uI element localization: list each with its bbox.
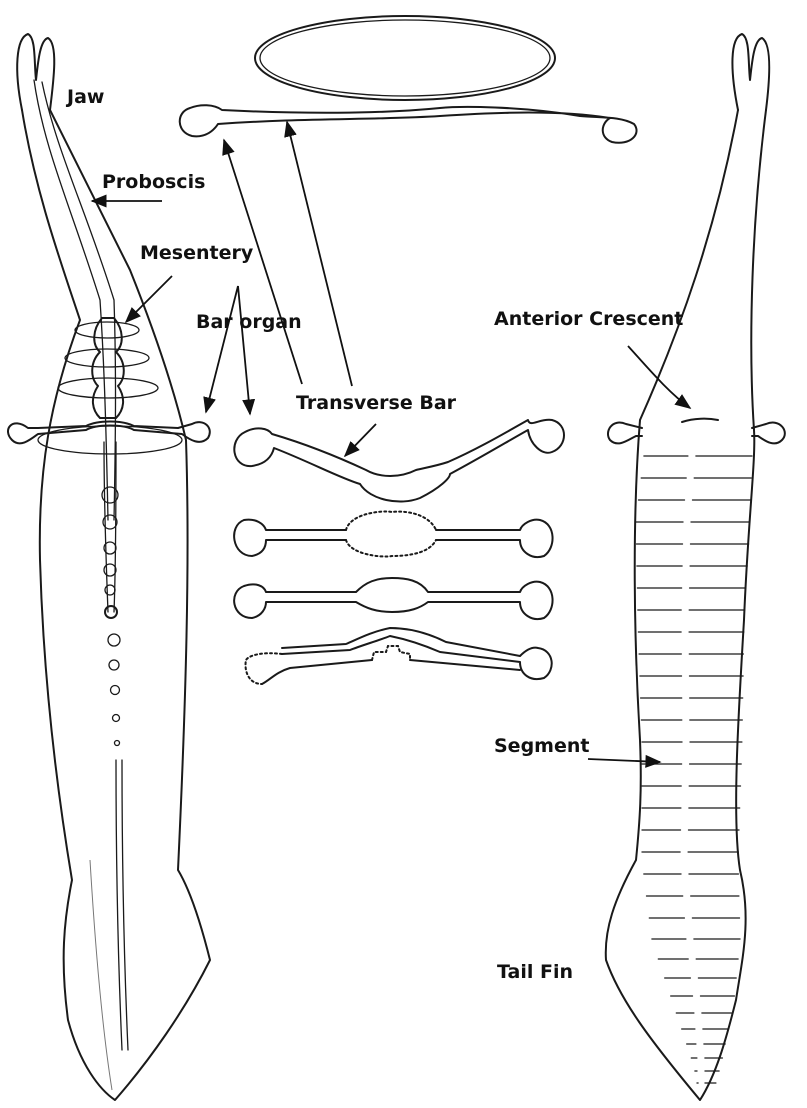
bar-loop-inner: [260, 20, 550, 96]
label-proboscis: Proboscis: [102, 171, 205, 193]
anterior-crescent-mark: [682, 419, 718, 422]
label-mesentery: Mesentery: [140, 242, 254, 264]
label-transverse-bar: Transverse Bar: [296, 392, 457, 414]
label-segment: Segment: [494, 735, 589, 757]
bar-organ-bulge: [234, 578, 552, 619]
bar-organ-partial-notch: [372, 646, 410, 660]
gut-pouch: [113, 715, 120, 722]
transverse-bar-arrow: [345, 424, 376, 456]
transverse-bar-arrow-up: [287, 122, 352, 386]
gut-pouch: [105, 606, 117, 618]
right-bar-stub-left: [608, 423, 642, 444]
bar-organ-dotted: [234, 520, 552, 557]
bar-organ-top: [180, 105, 637, 143]
mesentery-septum: [75, 322, 139, 338]
gut-pouch: [111, 686, 120, 695]
bar-loop: [255, 16, 555, 100]
right-body-outline: [606, 110, 766, 1100]
gut-pouch: [104, 564, 116, 576]
bar-organ-partial-lower: [262, 660, 520, 684]
bar-organ-dotted-bulge: [346, 512, 436, 557]
label-bar-organ: Bar organ: [196, 311, 302, 333]
right-specimen: [606, 34, 785, 1100]
right-jaw-outline: [732, 34, 769, 110]
segment-arrow: [588, 759, 660, 762]
fin-line: [90, 860, 112, 1090]
bar-organ-partial-dots: [246, 653, 282, 684]
body-segments: [636, 456, 752, 1083]
gut-lobes: [92, 318, 124, 418]
left-specimen: [8, 34, 210, 1100]
bar-organ-partial: [282, 628, 552, 679]
gut-pouch: [105, 585, 115, 595]
mesentery-septum: [65, 349, 149, 367]
gut-pouch: [108, 634, 120, 646]
mesentery-arrow: [126, 276, 172, 322]
bar-organ-series: [180, 16, 637, 684]
mesentery-septum: [58, 378, 158, 398]
gut-pouch: [115, 741, 120, 746]
bar-organ-arrow-right: [238, 286, 250, 414]
posterior-rod: [116, 760, 128, 1050]
right-bar-stub-right: [752, 423, 785, 444]
labels: Jaw Proboscis Mesentery Bar organ Transv…: [65, 86, 683, 983]
mesentery-septum: [38, 426, 182, 454]
label-anterior-crescent: Anterior Crescent: [494, 308, 683, 330]
bar-organ-v: [234, 420, 564, 502]
bar-organ-arrow-left: [206, 286, 238, 412]
left-jaw-outline: [17, 34, 54, 110]
label-jaw: Jaw: [65, 86, 104, 108]
gut-pouch: [109, 660, 119, 670]
label-tail-fin: Tail Fin: [497, 961, 573, 983]
